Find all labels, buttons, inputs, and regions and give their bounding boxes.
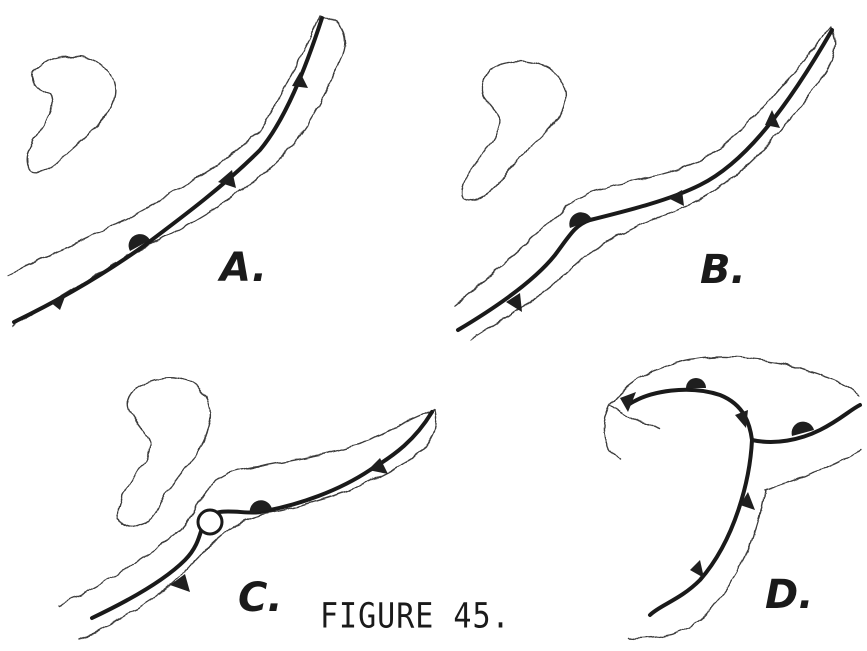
panel-d-cold-front-triangle — [735, 410, 748, 428]
panel-a-frontal-cloud-band — [8, 15, 345, 325]
panel-a — [8, 15, 345, 325]
panel-c-label: C. — [238, 578, 283, 618]
panel-d-occluded-front — [628, 390, 752, 440]
figure-title: FIGURE 45. — [320, 600, 511, 635]
panel-b-cold-front-triangle — [668, 190, 684, 206]
panel-b-cold-front — [458, 30, 832, 330]
panel-d-cold-front — [650, 440, 752, 615]
panel-a-cold-front — [14, 18, 322, 322]
panel-d-cold-front-triangle — [690, 560, 704, 578]
panel-a-dry-slot-cloud — [26, 56, 115, 172]
panel-d — [604, 357, 860, 638]
panel-a-label: A. — [220, 248, 267, 288]
panel-d-occluded-semicircle — [686, 378, 706, 388]
panel-c-triple-point-circle — [198, 510, 222, 534]
panel-a-cold-front-triangle — [50, 294, 66, 310]
panel-b — [455, 28, 835, 340]
panel-b-label: B. — [700, 250, 746, 290]
panel-a-cold-front-triangle — [292, 72, 308, 88]
panel-d-label: D. — [765, 575, 813, 615]
panel-b-dry-slot-cloud — [462, 61, 565, 201]
